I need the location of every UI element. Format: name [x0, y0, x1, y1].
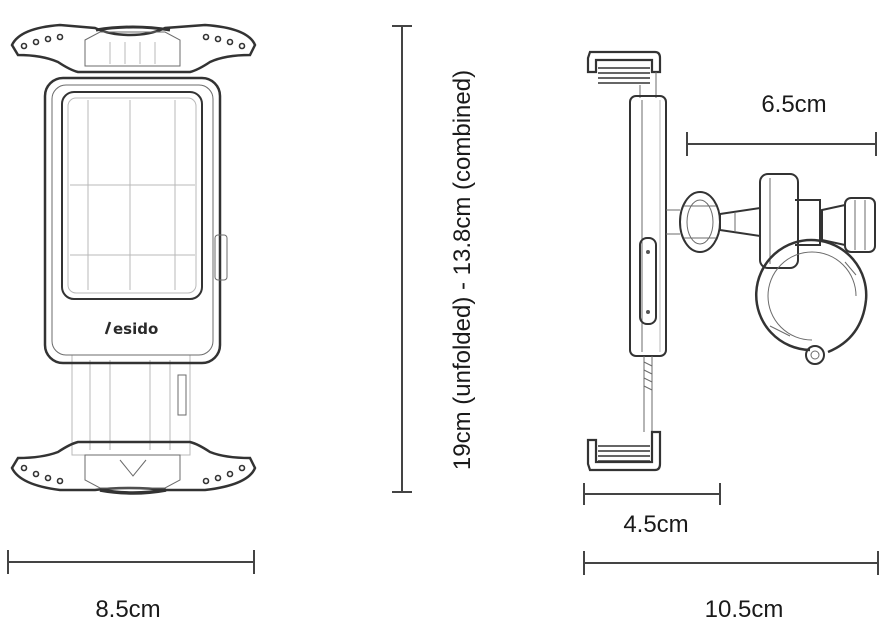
front-view-holder: esido	[10, 23, 257, 495]
ball-joint-arm	[666, 191, 761, 253]
side-width-label: 10.5cm	[705, 596, 784, 623]
handlebar-clamp	[754, 173, 876, 365]
clamp-depth-label: 4.5cm	[623, 511, 688, 538]
bottom-grip-arm	[10, 440, 257, 495]
extension-arm	[71, 354, 191, 456]
top-grip-arm	[10, 23, 257, 74]
brand-logo-text: esido	[113, 320, 158, 338]
arm-length-label: 6.5cm	[761, 91, 826, 118]
side-top-hook	[586, 50, 662, 98]
side-bottom-hook	[586, 430, 662, 472]
phone-case-body: esido	[43, 76, 228, 365]
front-width-dimension: 8.5cm	[7, 550, 255, 623]
arm-length-dimension: 6.5cm	[686, 91, 877, 156]
side-width-dimension: 10.5cm	[583, 551, 879, 623]
side-body	[629, 95, 667, 432]
clamp-depth-dimension: 4.5cm	[583, 483, 721, 538]
height-dimension: 19cm (unfolded) - 13.8cm (combined)	[392, 25, 476, 493]
front-width-label: 8.5cm	[95, 596, 160, 623]
height-label: 19cm (unfolded) - 13.8cm (combined)	[449, 70, 476, 470]
side-view-holder	[586, 50, 876, 472]
